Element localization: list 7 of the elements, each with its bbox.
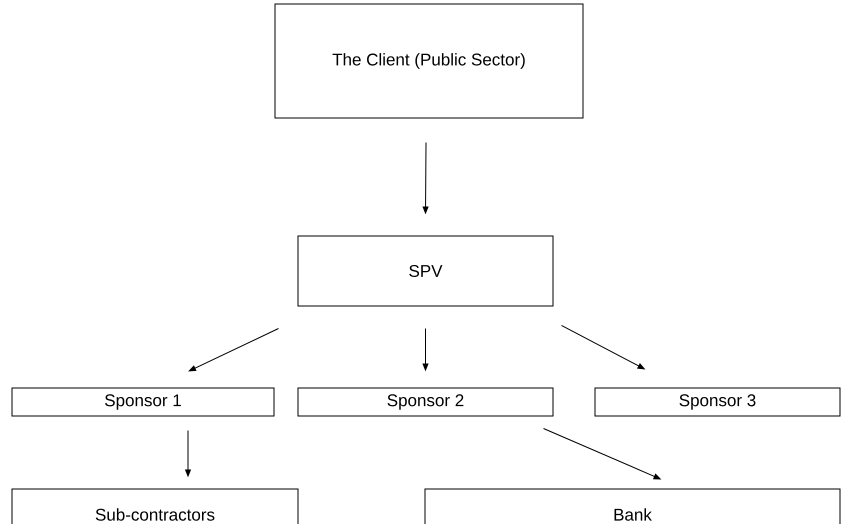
process-box: Sponsor 3	[594, 388, 840, 416]
process-box: Bank	[424, 488, 840, 524]
process-box: SPV	[298, 236, 554, 306]
process-box: Sponsor 1	[12, 388, 274, 416]
process-box: The Client (Public Sector)	[274, 4, 584, 118]
process-box: Sub-contractors	[12, 488, 298, 524]
process-box: Sponsor 2	[298, 388, 554, 416]
